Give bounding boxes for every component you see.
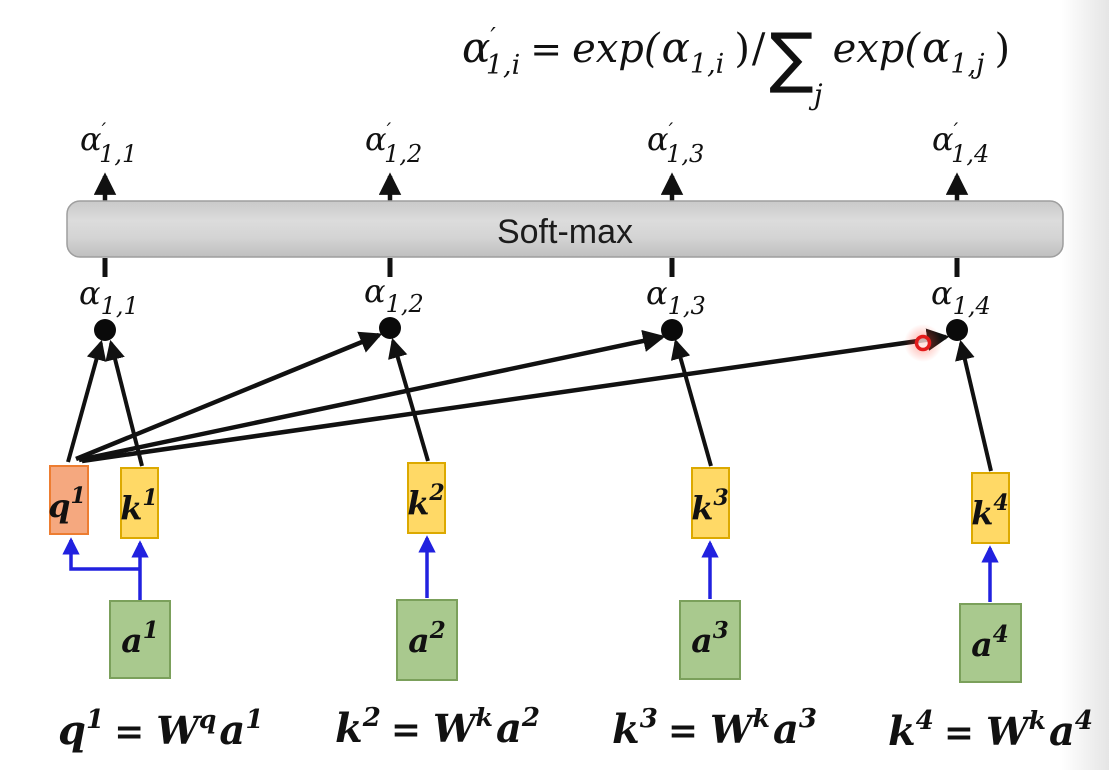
arrow-q1-to-score-1 [66,339,107,463]
score-node-1 [94,319,116,341]
input-box-a2 [396,599,458,681]
input-box-a1-label: a1 [121,617,158,660]
score-label-alpha-1-3: α1,3 [646,274,706,320]
equation-k2: k2=Wka2 [335,703,540,752]
softmax-label: Soft-max [497,213,633,251]
output-label-alpha-prime-1-4: α′1,4 [932,118,989,168]
arrow-k3-to-score-3 [670,338,713,467]
laser-pointer-icon [904,324,942,362]
key-box-k4 [971,472,1010,544]
key-box-k2-label: k2 [407,480,444,522]
input-box-a3 [679,600,741,680]
arrow-k4-to-score-4 [955,339,993,472]
score-label-alpha-1-1: α1,1 [79,274,139,320]
output-label-alpha-prime-1-2: α′1,2 [365,118,422,168]
arrow-q1-to-score-4 [81,328,950,464]
arrow-k2-to-score-2 [388,337,430,462]
output-label-alpha-prime-1-3: α′1,3 [647,118,704,168]
arrow-q1-to-score-3 [78,329,666,463]
score-label-alpha-1-4: α1,4 [931,274,991,320]
score-node-2 [379,317,401,339]
input-box-a2-label: a2 [408,617,445,660]
score-label-alpha-1-2: α1,2 [364,272,424,318]
arrow-a1-to-q1 [62,537,140,571]
equation-k4: k4=Wka4 [888,706,1093,755]
equation-k3: k3=Wka3 [612,704,817,753]
equation-q1: q1=Wqa1 [58,705,263,754]
score-node-3 [661,319,683,341]
output-label-alpha-prime-1-1: α′1,1 [80,118,137,168]
input-box-a4 [959,603,1022,683]
score-node-4 [946,319,968,341]
query-box-q1-label: q1 [48,483,86,525]
softmax-bar [66,200,1064,258]
query-box-q1 [49,465,89,535]
key-box-k3-label: k3 [691,485,728,527]
input-box-a3-label: a3 [691,617,728,660]
key-box-k4-label: k4 [971,490,1008,532]
normalization-formula: α′1,i=exp(α1,i)/∑jexp(α1,j) [462,19,1010,111]
key-box-k2 [407,462,446,534]
key-box-k1-label: k1 [120,485,157,527]
input-box-a4-label: a4 [971,621,1008,664]
key-box-k3 [691,467,730,539]
key-box-k1 [120,467,159,539]
input-box-a1 [109,600,171,679]
arrow-q1-to-score-2 [75,331,383,462]
